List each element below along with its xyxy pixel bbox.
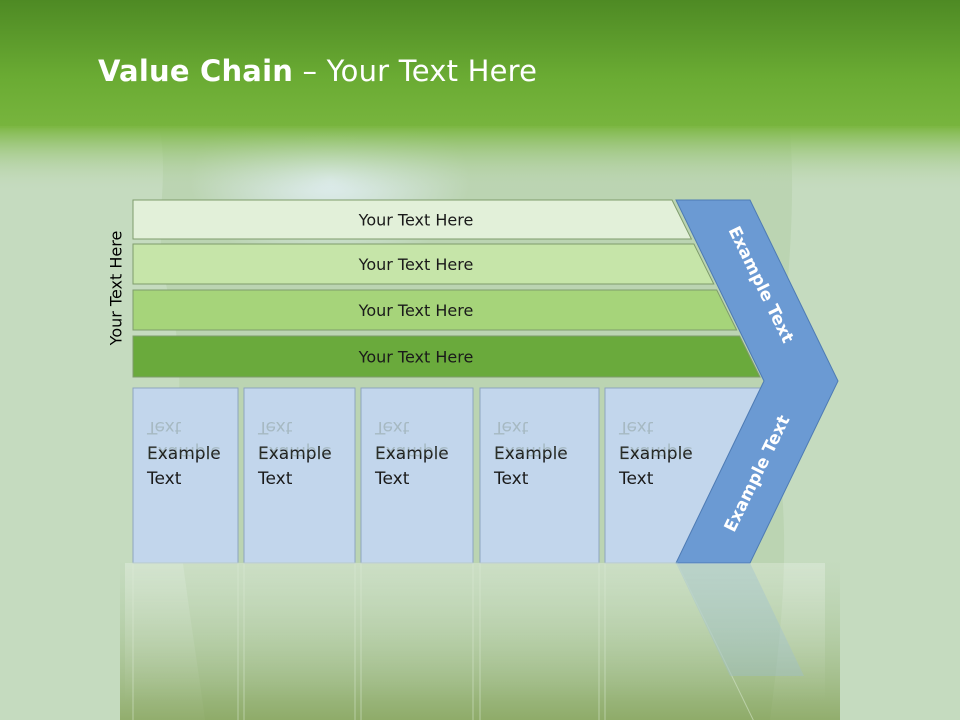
support-bar-label-2: Your Text Here [358, 255, 474, 274]
support-bar-label-1: Your Text Here [358, 211, 474, 230]
svg-text:ExampleText: ExampleText [618, 417, 693, 462]
support-bar-label-3: Your Text Here [358, 301, 474, 320]
support-bar-label-4: Your Text Here [358, 348, 474, 367]
slide-title-bold: Value Chain [98, 54, 294, 88]
svg-text:ExampleText: ExampleText [257, 417, 332, 462]
margin-chevron-reflection [676, 563, 804, 676]
header-fade [0, 126, 960, 192]
slide-title-rest: – Your Text Here [293, 54, 538, 88]
reflection-fade [125, 563, 825, 703]
support-bar-3[interactable] [132, 289, 738, 331]
svg-text:ExampleText: ExampleText [146, 417, 221, 462]
support-bar-4[interactable] [132, 335, 761, 378]
side-label-text: Your Text Here [106, 230, 126, 346]
slide-title: Value Chain – Your Text Here [98, 54, 537, 94]
support-bar-2[interactable] [132, 243, 715, 285]
header-band [0, 0, 960, 128]
svg-text:ExampleText: ExampleText [493, 417, 568, 462]
svg-text:ExampleText: ExampleText [374, 417, 449, 462]
support-bar-1[interactable] [132, 199, 693, 240]
